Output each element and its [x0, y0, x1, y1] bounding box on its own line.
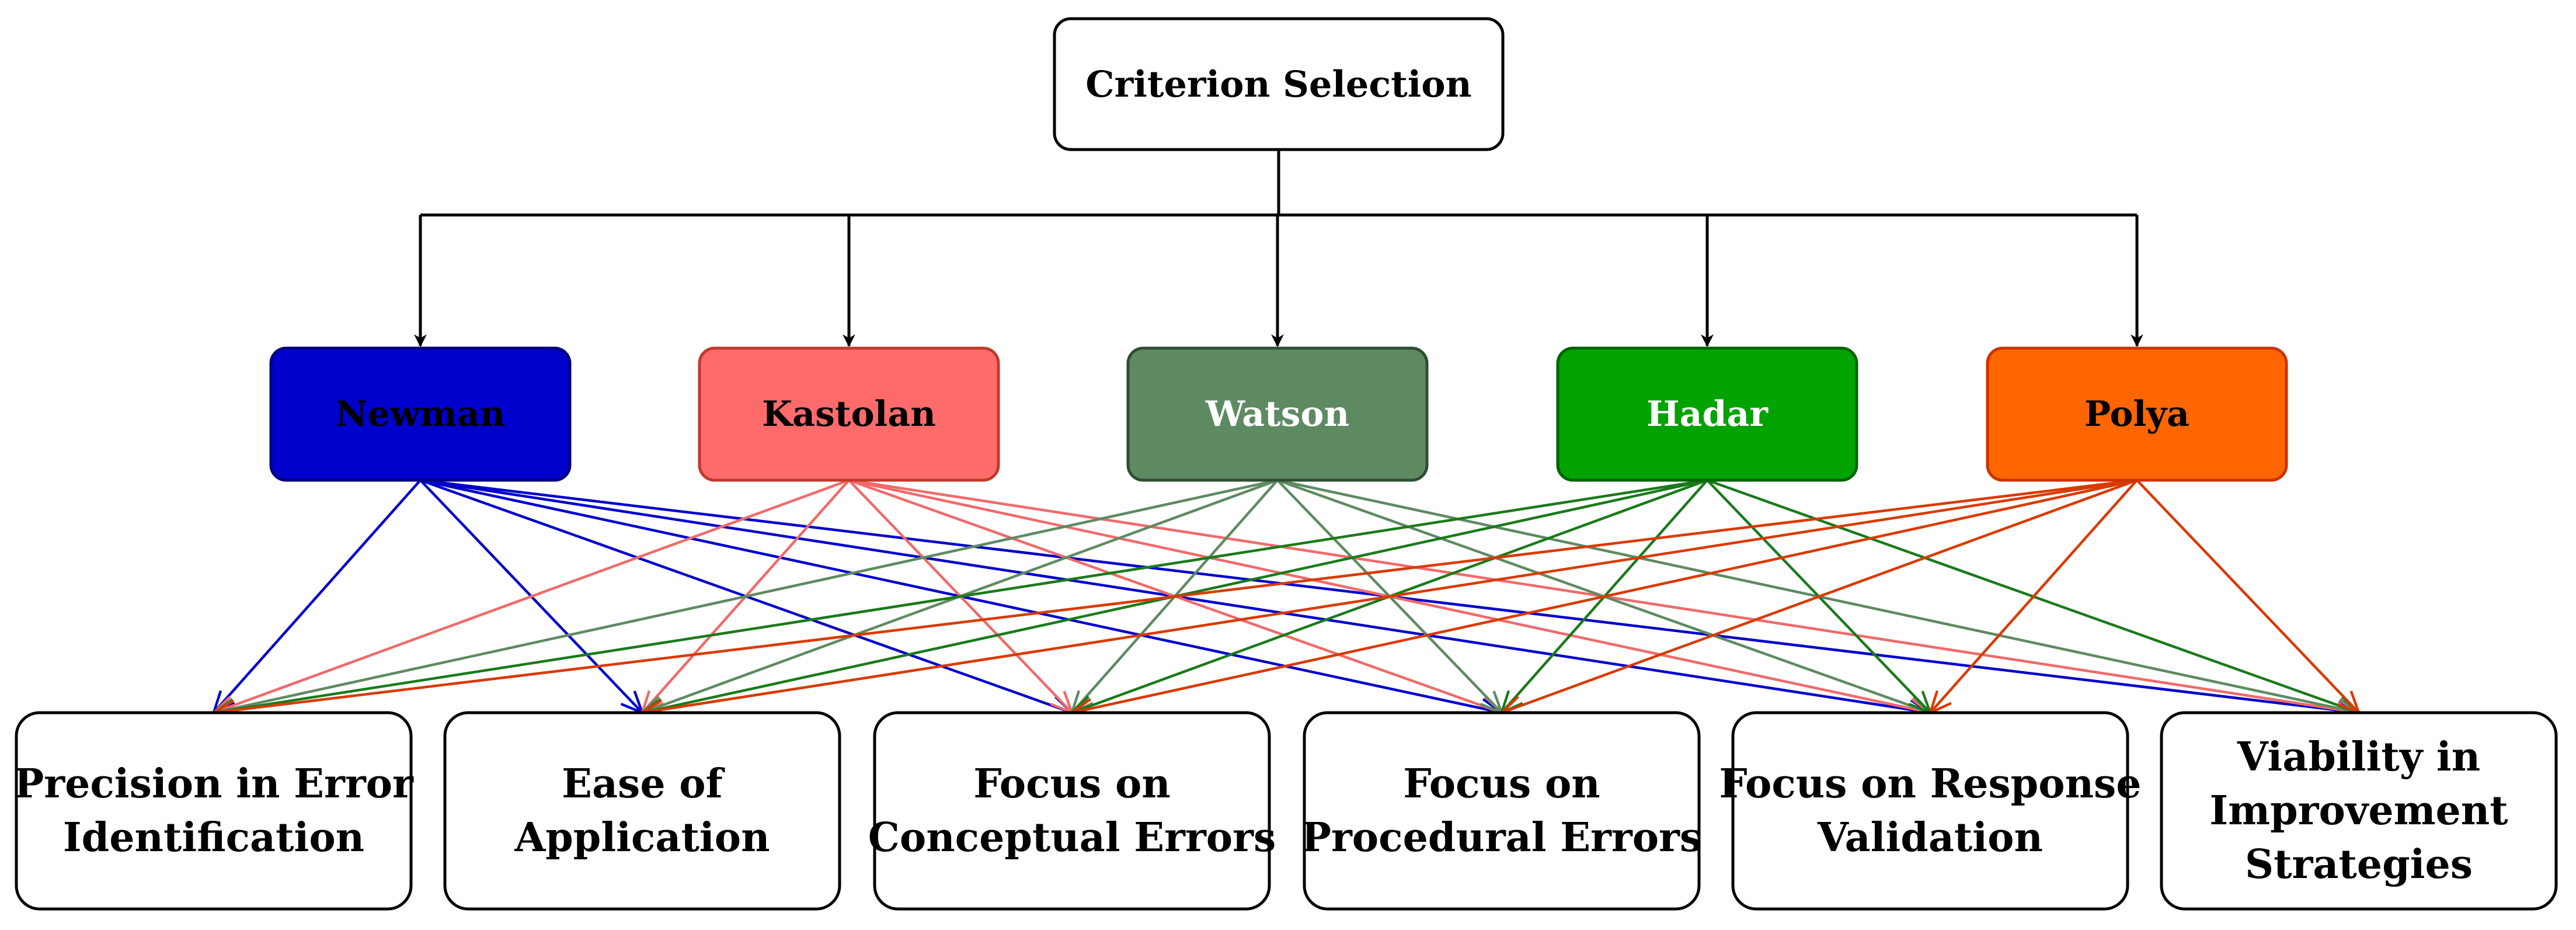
- method-box-watson: [1126, 346, 1429, 482]
- root-box: [1053, 17, 1505, 151]
- criterion-box-ease: [443, 711, 841, 911]
- criterion-label-precision-line-1: Precision in Error: [14, 761, 414, 807]
- criterion-label-viability-line-3: Strategies: [2245, 841, 2473, 888]
- edge-watson-to-precision: [214, 478, 1278, 713]
- criterion-label-viability-line-1: Viability in: [2237, 734, 2480, 780]
- edge-polya-to-ease: [642, 478, 2138, 713]
- method-label-kastolan: Kastolan: [762, 394, 936, 435]
- criterion-node-conceptual[interactable]: Focus on Conceptual Errors: [868, 711, 1276, 911]
- criterion-box-response: [1731, 711, 2129, 911]
- criterion-label-viability-line-2: Improvement: [2209, 787, 2508, 834]
- method-label-polya: Polya: [2084, 394, 2189, 435]
- method-node-polya[interactable]: Polya: [1986, 346, 2288, 482]
- edge-polya-to-response: [1930, 479, 2138, 713]
- method-label-watson: Watson: [1205, 394, 1349, 435]
- edge-polya-to-precision: [214, 478, 2138, 713]
- edge-newman-to-precision: [214, 479, 422, 713]
- criterion-label-conceptual-line-2: Conceptual Errors: [868, 814, 1276, 861]
- root-node[interactable]: Criterion Selection: [1053, 17, 1505, 151]
- method-box-polya: [1986, 346, 2288, 482]
- method-node-kastolan[interactable]: Kastolan: [698, 346, 1000, 482]
- method-label-newman: Newman: [336, 394, 506, 435]
- method-node-newman[interactable]: Newman: [269, 346, 572, 482]
- edge-polya-to-conceptual: [1072, 478, 2138, 713]
- root-label: Criterion Selection: [1085, 63, 1471, 106]
- criterion-node-procedural[interactable]: Focus on Procedural Errors: [1301, 711, 1702, 911]
- criterion-label-response-line-2: Validation: [1817, 814, 2043, 861]
- criterion-label-ease-line-1: Ease of: [562, 761, 725, 807]
- method-nodes: Newman Kastolan Watson Hadar Polya: [269, 346, 2288, 482]
- criterion-label-ease-line-2: Application: [514, 814, 770, 861]
- criterion-box-procedural: [1303, 711, 1701, 911]
- criterion-label-procedural-line-2: Procedural Errors: [1301, 814, 1702, 861]
- criterion-node-ease[interactable]: Ease of Application: [443, 711, 841, 911]
- method-criteria-edges: [214, 478, 2359, 713]
- edge-polya-to-procedural: [1502, 478, 2138, 713]
- method-node-watson[interactable]: Watson: [1126, 346, 1429, 482]
- edge-kastolan-to-precision: [214, 478, 850, 713]
- edge-polya-to-viability: [2136, 479, 2359, 713]
- edge-hadar-to-precision: [214, 478, 1708, 713]
- method-box-newman: [269, 346, 572, 482]
- criterion-box-conceptual: [873, 711, 1271, 911]
- criterion-label-procedural-line-1: Focus on: [1403, 761, 1600, 807]
- criterion-box-precision: [15, 711, 413, 911]
- criterion-box-viability: [2160, 711, 2558, 911]
- criterion-label-conceptual-line-1: Focus on: [973, 761, 1171, 807]
- method-box-kastolan: [698, 346, 1000, 482]
- method-box-hadar: [1556, 346, 1858, 482]
- method-node-hadar[interactable]: Hadar: [1556, 346, 1858, 482]
- criterion-label-response-line-1: Focus on Response: [1719, 761, 2141, 807]
- root-tree-connectors: [414, 150, 2143, 348]
- criterion-label-precision-line-2: Identification: [63, 814, 364, 861]
- method-label-hadar: Hadar: [1646, 394, 1769, 435]
